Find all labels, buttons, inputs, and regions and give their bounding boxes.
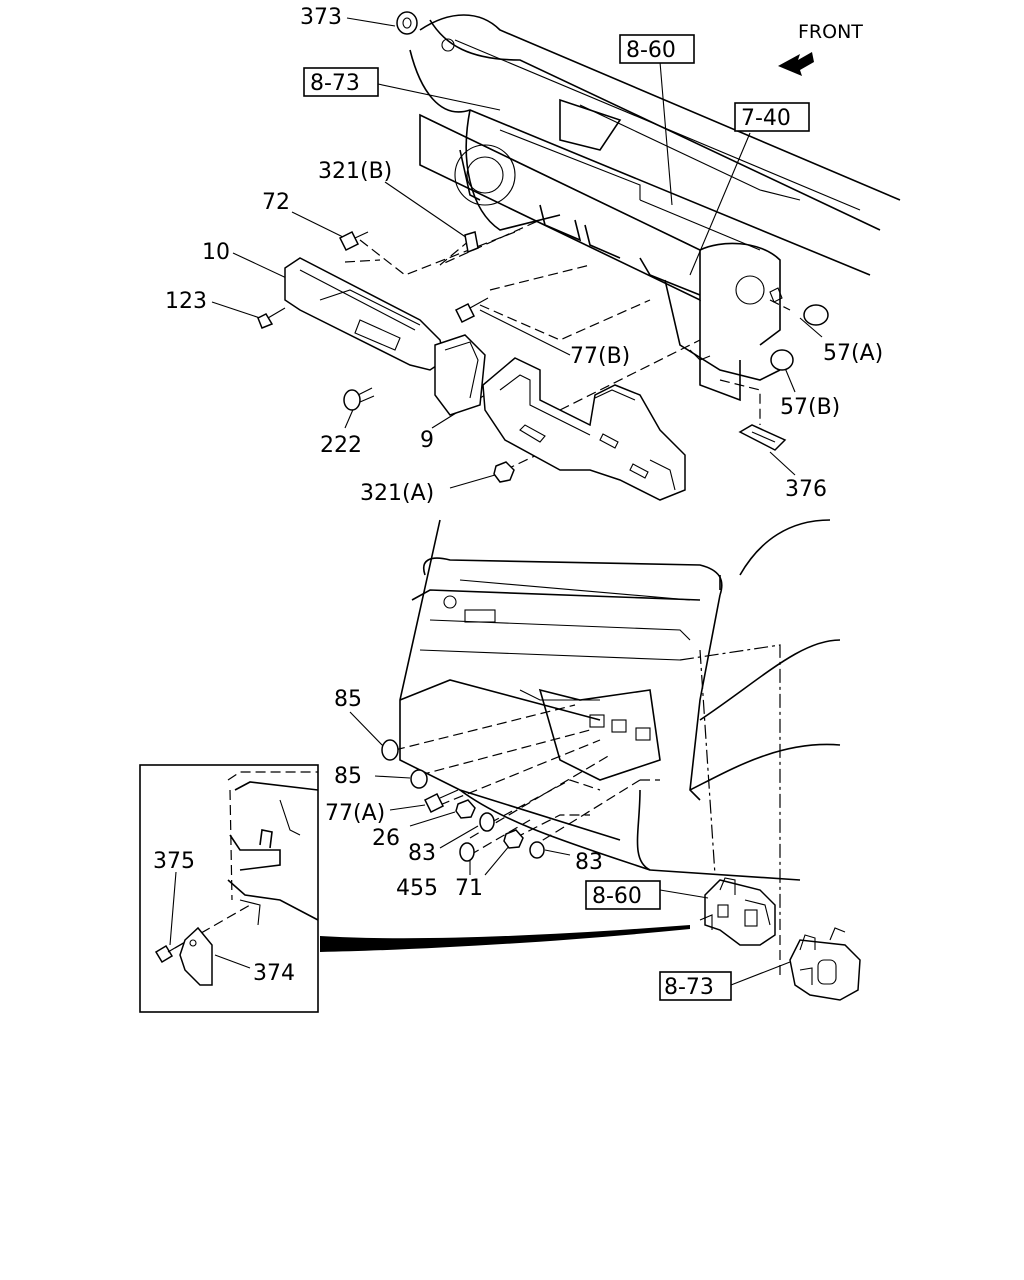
leader-lines-middle [349, 711, 571, 876]
clip-321b-icon [464, 231, 479, 254]
front-label: FRONT [798, 21, 863, 43]
cap-83b-icon [529, 841, 545, 859]
label-57a: 57(A) [823, 341, 883, 366]
label-ref-8-60-top: 8-60 [626, 38, 676, 63]
label-455: 455 [396, 876, 438, 901]
label-373: 373 [300, 5, 342, 30]
assembly-lines-middle [394, 644, 781, 975]
nut-71-icon [503, 829, 524, 849]
fasteners-top [257, 11, 829, 483]
label-374: 374 [253, 961, 295, 986]
label-ref-8-73-top: 8-73 [310, 71, 360, 96]
label-9: 9 [420, 428, 434, 453]
duct-10 [284, 257, 486, 416]
label-321b: 321(B) [318, 159, 392, 184]
label-ref-7-40: 7-40 [741, 106, 791, 131]
label-ref-8-73-bottom: 8-73 [664, 975, 714, 1000]
label-85b: 85 [334, 764, 362, 789]
label-ref-8-60-bottom: 8-60 [592, 884, 642, 909]
ref-box-8-73-bottom [659, 971, 732, 1001]
label-26: 26 [372, 826, 400, 851]
label-83a: 83 [408, 841, 436, 866]
fasteners-middle [381, 739, 545, 862]
label-10: 10 [202, 240, 230, 265]
hvac-unit-8-60 [699, 877, 776, 946]
bracket-376-icon [738, 424, 787, 451]
screw-375-icon [154, 941, 186, 964]
nut-321a-icon [493, 461, 515, 483]
clip-222-icon [343, 387, 375, 411]
dashboard-outline [409, 14, 901, 276]
label-83b: 83 [575, 850, 603, 875]
detail-inset [139, 764, 319, 1013]
label-321a: 321(A) [360, 481, 434, 506]
nut-26-icon [455, 799, 476, 819]
inset-pointer-arrow [320, 925, 690, 952]
ref-box-8-73-top [303, 67, 379, 97]
cap-455-icon [459, 842, 475, 862]
duct-9 [482, 357, 686, 501]
ref-box-8-60-bottom [585, 880, 661, 910]
screw-72-icon [338, 230, 369, 252]
label-57b: 57(B) [780, 395, 840, 420]
ref-box-7-40 [734, 102, 810, 132]
screw-77b-icon [454, 297, 489, 324]
cap-85b-icon [410, 769, 428, 789]
bracket-374-icon [179, 926, 213, 986]
label-71: 71 [455, 876, 483, 901]
screw-123-icon [257, 307, 286, 329]
cap-57a-icon [769, 287, 829, 326]
grommet-373-icon [396, 11, 418, 35]
cap-57b-icon [770, 349, 794, 371]
label-77b: 77(B) [570, 344, 630, 369]
screw-77a-icon [423, 789, 459, 814]
label-375: 375 [153, 849, 195, 874]
callout-labels: 373 8-73 8-60 7-40 321(B) 72 10 123 77(B… [153, 5, 883, 1001]
cross-member [419, 113, 781, 402]
front-indicator: FRONT [778, 21, 863, 76]
cap-83-icon [479, 812, 495, 832]
front-arrow-icon [778, 52, 814, 76]
label-85a: 85 [334, 687, 362, 712]
label-77a: 77(A) [325, 801, 385, 826]
leader-lines-refs [659, 889, 791, 986]
label-123: 123 [165, 289, 207, 314]
label-222: 222 [320, 433, 362, 458]
label-72: 72 [262, 190, 290, 215]
label-376: 376 [785, 477, 827, 502]
leader-lines-top [211, 17, 823, 489]
hvac-unit-8-73 [789, 927, 861, 1001]
cap-85-icon [381, 739, 399, 761]
instrument-panel [399, 519, 841, 881]
ref-box-8-60-top [619, 34, 695, 64]
